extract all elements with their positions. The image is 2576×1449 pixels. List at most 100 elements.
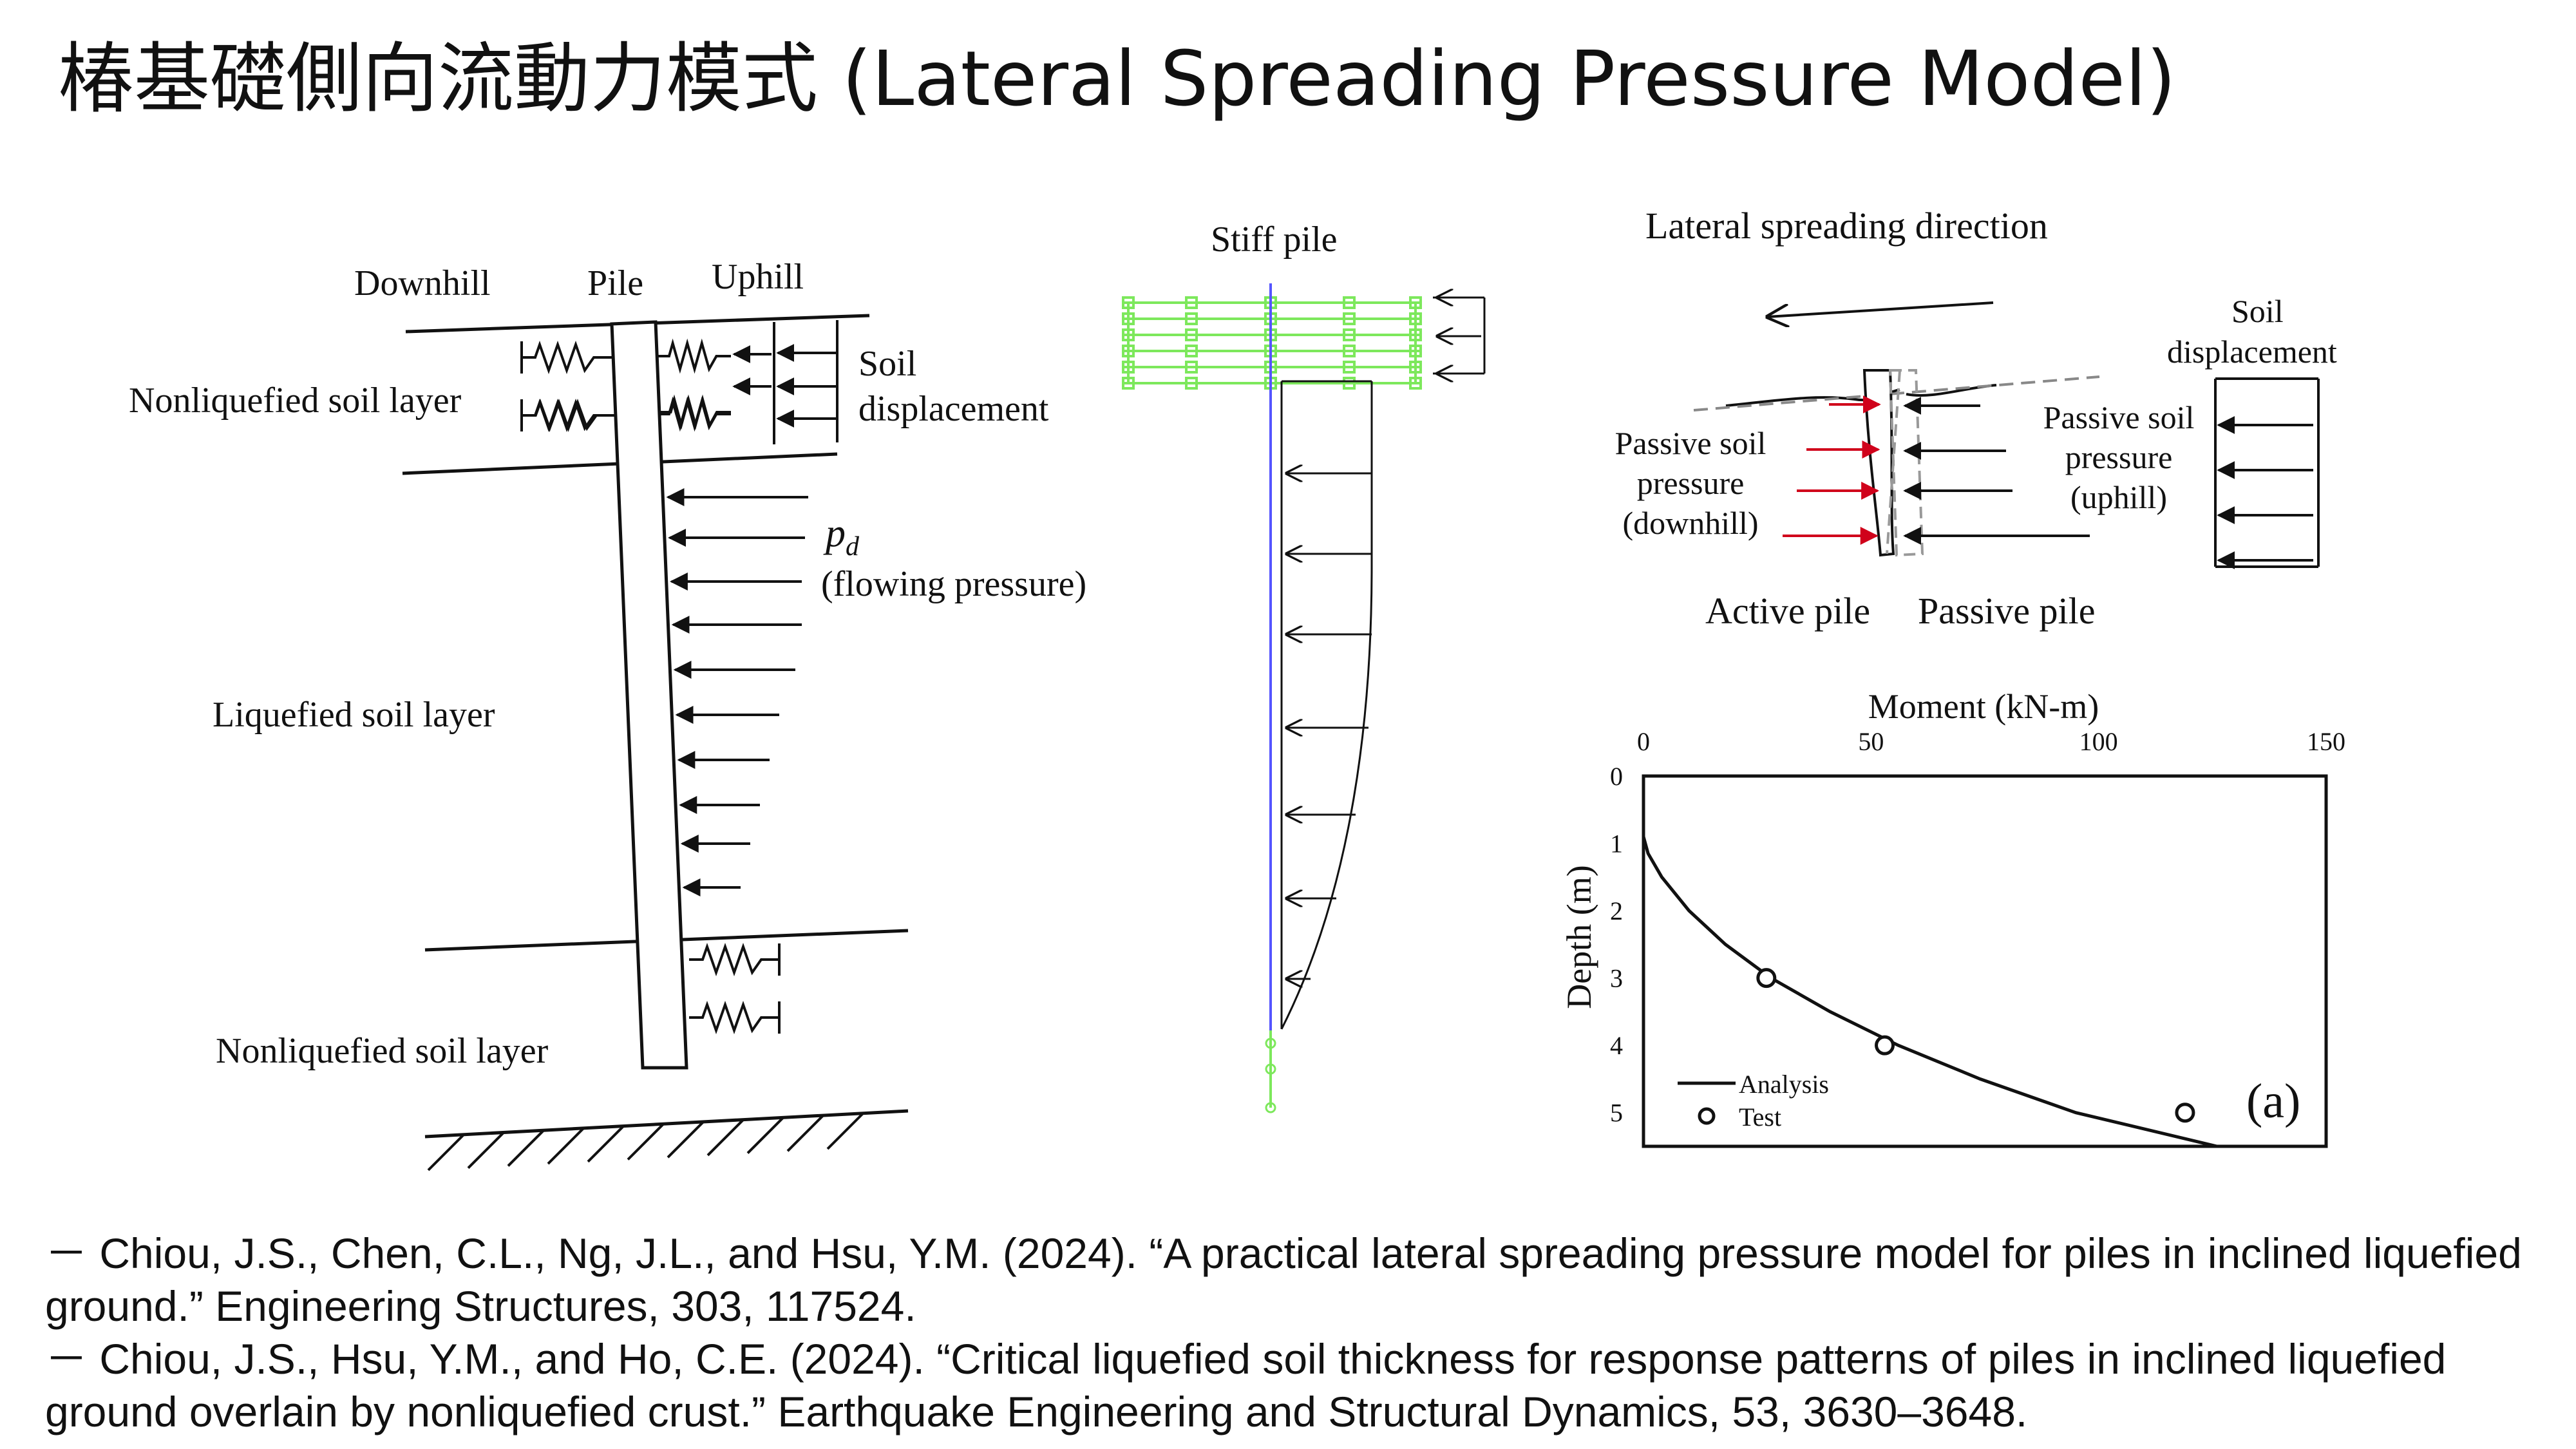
flowing-pressure-arrows <box>666 488 808 896</box>
hatch-line <box>746 1117 784 1155</box>
hatch-line <box>467 1132 505 1170</box>
label-pd: pd <box>823 511 860 562</box>
pile-shaft <box>610 320 688 1070</box>
analysis-line <box>1642 836 2217 1148</box>
ytick-label: 4 <box>1610 1031 1623 1060</box>
mesh-node <box>1185 361 1198 374</box>
label-pile: Pile <box>587 263 643 303</box>
hatch-line <box>826 1112 864 1150</box>
springs-bottom <box>689 942 781 1035</box>
passive-pile-outline <box>1888 369 1924 557</box>
hatch-line <box>786 1114 824 1152</box>
mesh-node <box>1185 312 1198 325</box>
xtick-label: 100 <box>2079 727 2118 756</box>
hatch-line <box>547 1127 585 1165</box>
reference-1: － Chiou, J.S., Chen, C.L., Ng, J.L., and… <box>45 1229 2522 1330</box>
hatch-line <box>507 1129 545 1167</box>
pile-base-node <box>1265 1063 1276 1075</box>
pd-subscript: d <box>846 532 860 562</box>
label-soil-disp-right-1: Soil <box>2231 293 2284 329</box>
chart-xticks: 0 50 100 150 <box>1637 727 2345 756</box>
bedrock-line <box>424 1109 909 1139</box>
label-passive-pile: Passive pile <box>1918 590 2095 632</box>
label-downhill: Downhill <box>354 263 491 303</box>
label-stiff-pile: Stiff pile <box>1211 220 1338 260</box>
test-markers <box>1756 968 2195 1123</box>
pile-base-node <box>1265 1037 1276 1049</box>
stiff-pile-green-nodes <box>1265 1037 1276 1113</box>
label-passive-down-1: Passive soil <box>1615 425 1766 461</box>
mesh-node <box>1185 345 1198 357</box>
references: － Chiou, J.S., Chen, C.L., Ng, J.L., and… <box>45 1227 2544 1438</box>
label-passive-up-3: (uphill) <box>2070 479 2167 515</box>
hatch-line <box>667 1121 705 1159</box>
soil-displacement-arrows-left <box>732 344 836 428</box>
xtick-label: 150 <box>2307 727 2345 756</box>
label-direction: Lateral spreading direction <box>1645 205 2048 247</box>
mesh-node <box>1343 296 1356 309</box>
xtick-label: 50 <box>1858 727 1884 756</box>
test-marker <box>2175 1103 2195 1123</box>
pile-base-node <box>1265 1102 1276 1113</box>
reference-2: － Chiou, J.S., Hsu, Y.M., and Ho, C.E. (… <box>45 1335 2447 1435</box>
label-soil-displacement-2: displacement <box>858 389 1049 429</box>
mesh-node <box>1343 377 1356 390</box>
label-passive-down-3: (downhill) <box>1622 505 1758 541</box>
passive-downhill-arrows <box>1783 395 1881 545</box>
direction-arrow <box>1768 301 1994 317</box>
label-soil-disp-right-2: displacement <box>2167 334 2337 370</box>
chart-xlabel: Moment (kN-m) <box>1868 687 2099 726</box>
open-arrow-box <box>1433 298 1486 374</box>
label-uphill: Uphill <box>712 257 804 297</box>
passive-uphill-arrows <box>1903 397 2090 545</box>
test-marker <box>1875 1035 1895 1056</box>
mesh-node <box>1343 345 1356 357</box>
label-soil-displacement-1: Soil <box>858 344 916 384</box>
mesh-node <box>1343 361 1356 374</box>
ytick-label: 0 <box>1610 762 1623 791</box>
pressure-distribution-curve <box>1280 381 1373 1030</box>
label-flowing-pressure: (flowing pressure) <box>821 564 1086 604</box>
chart-ylabel: Depth (m) <box>1560 865 1598 1009</box>
mesh-node <box>1185 377 1198 390</box>
legend-test-label: Test <box>1739 1103 1781 1132</box>
right-lateral-spreading-diagram: Lateral spreading direction Soil displac… <box>1615 205 2337 632</box>
soil-disp-right-arrows <box>2217 416 2313 569</box>
slide-title: 椿基礎側向流動力模式 (Lateral Spreading Pressure M… <box>58 34 2176 123</box>
pd-symbol: p <box>823 511 846 555</box>
chart-panel-label: (a) <box>2246 1074 2300 1128</box>
left-diagram-labels: Downhill Pile Uphill Soil displacement N… <box>129 257 1086 1071</box>
left-pile-diagram <box>402 314 909 1171</box>
springs-top <box>520 338 731 433</box>
hatch-line <box>627 1123 665 1160</box>
chart-plot-frame <box>1642 774 2328 1148</box>
mesh-node <box>1343 312 1356 325</box>
mesh-node <box>1185 328 1198 341</box>
ytick-label: 3 <box>1610 964 1623 993</box>
label-top-layer: Nonliquefied soil layer <box>129 381 462 421</box>
active-pile-outline <box>1862 369 1895 557</box>
pile-center-dashed <box>1886 370 1901 554</box>
hatch-line <box>427 1133 465 1171</box>
chart-legend: Analysis Test <box>1678 1070 1829 1132</box>
pressure-distribution <box>1280 380 1373 1030</box>
bedrock-hatch <box>427 1112 864 1171</box>
spring-top-left <box>522 340 612 375</box>
pressure-distribution-arrows <box>1287 473 1372 979</box>
test-marker <box>1756 968 1777 989</box>
label-middle-layer: Liquefied soil layer <box>213 695 495 735</box>
spring-top-right <box>658 338 731 374</box>
label-passive-up-1: Passive soil <box>2043 399 2195 435</box>
hatch-line <box>706 1119 744 1157</box>
label-active-pile: Active pile <box>1705 590 1870 632</box>
legend-analysis-label: Analysis <box>1739 1070 1829 1099</box>
ytick-label: 2 <box>1610 896 1623 925</box>
spring-top-left <box>522 399 615 432</box>
xtick-label: 0 <box>1637 727 1650 756</box>
middle-stiff-pile-diagram: Stiff pile <box>1122 220 1486 1113</box>
hatch-line <box>587 1125 625 1163</box>
